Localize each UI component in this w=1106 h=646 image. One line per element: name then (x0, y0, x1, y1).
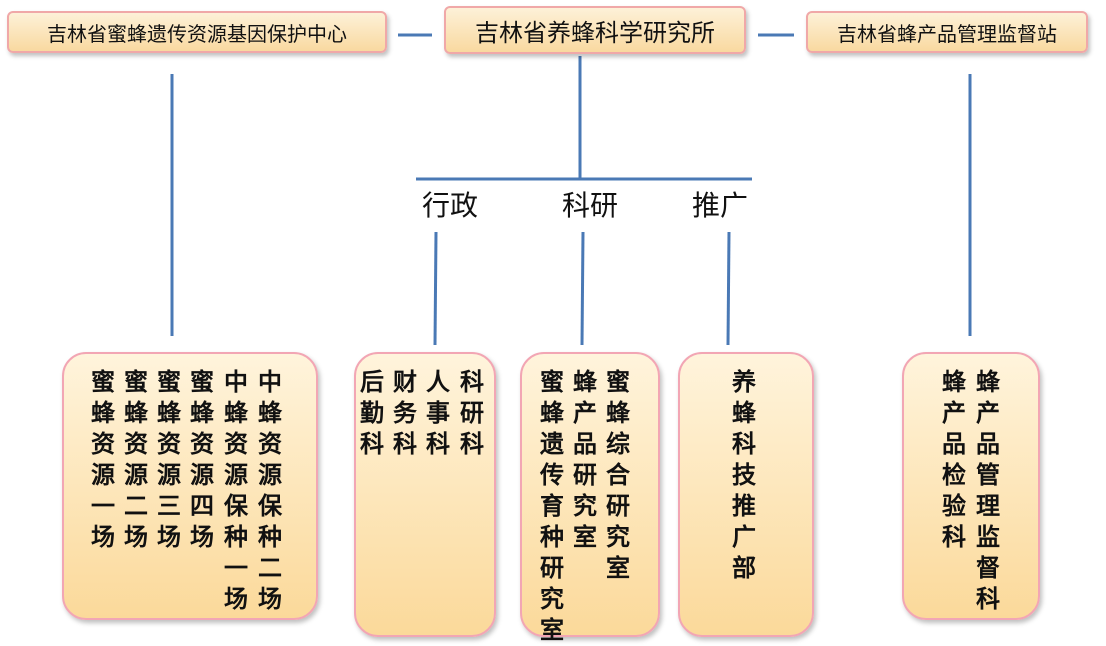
line-promotion-down (726, 231, 731, 346)
unit-admin-finance: 财务科 (393, 367, 417, 458)
category-admin-label: 行政 (422, 189, 479, 222)
unit-resource-farm-3: 蜜蜂资源三场 (157, 367, 181, 551)
unit-box-promotion: 养蜂科技推广部 (678, 352, 814, 637)
unit-box-research: 蜜蜂综合研究室 蜂产品研究室 蜜蜂遗传育种研究室 (520, 352, 660, 644)
org-name: 吉林省蜂产品管理监督站 (837, 21, 1057, 46)
unit-admin-personnel: 人事科 (426, 367, 450, 458)
category-promotion-label: 推广 (692, 189, 749, 222)
line-research-down (580, 231, 585, 346)
unit-research-product-lab: 蜂产品研究室 (573, 367, 597, 551)
unit-research-comprehensive-lab: 蜜蜂综合研究室 (606, 367, 630, 582)
unit-resource-farm-4: 蜜蜂资源四场 (190, 367, 214, 551)
unit-supervision-management: 蜂产品管理监督科 (976, 367, 1000, 613)
unit-box-supervision: 蜂产品管理监督科 蜂产品检验科 (902, 352, 1040, 620)
unit-resource-farm-2: 蜜蜂资源二场 (124, 367, 148, 551)
org-name: 吉林省蜜蜂遗传资源基因保护中心 (47, 21, 347, 46)
unit-research-genetics-lab: 蜜蜂遗传育种研究室 (540, 367, 564, 644)
org-name: 吉林省养蜂科学研究所 (475, 18, 715, 47)
unit-admin-research-section: 科研科 (460, 367, 484, 458)
unit-resource-farm-1: 蜜蜂资源一场 (91, 367, 115, 551)
org-box-bee-product-supervision-station: 吉林省蜂产品管理监督站 (806, 11, 1088, 53)
unit-admin-logistics: 后勤科 (360, 367, 384, 458)
unit-box-admin: 科研科 人事科 财务科 后勤科 (354, 352, 496, 637)
org-box-gene-protection-center: 吉林省蜜蜂遗传资源基因保护中心 (7, 11, 387, 53)
unit-resource-farm-zhong-2: 中蜂资源保种二场 (258, 367, 282, 613)
line-admin-down (433, 231, 438, 346)
unit-resource-farm-zhong-1: 中蜂资源保种一场 (224, 367, 248, 613)
org-box-bee-research-institute: 吉林省养蜂科学研究所 (444, 6, 746, 54)
unit-promotion-department: 养蜂科技推广部 (732, 367, 756, 582)
unit-supervision-inspection: 蜂产品检验科 (942, 367, 966, 551)
category-research-label: 科研 (562, 189, 619, 222)
unit-box-resource-farms: 中蜂资源保种二场 中蜂资源保种一场 蜜蜂资源四场 蜜蜂资源三场 蜜蜂资源二场 蜜… (62, 352, 318, 620)
